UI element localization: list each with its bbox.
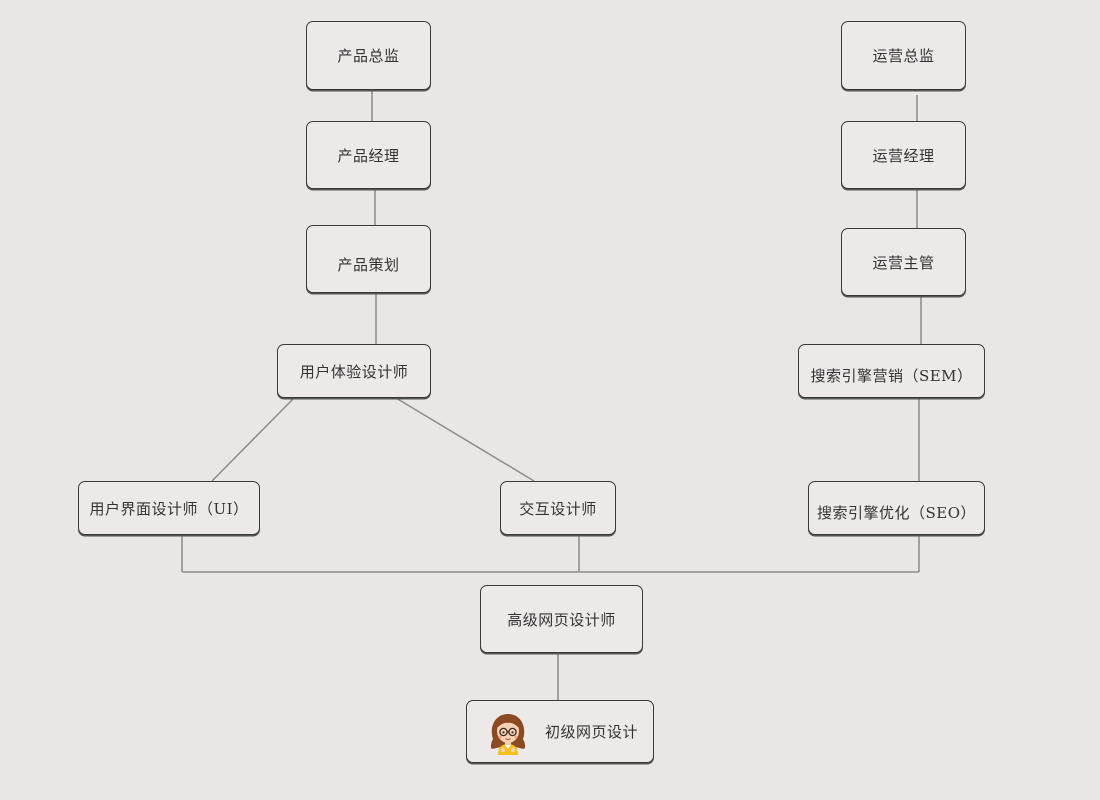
node-ops-supervisor[interactable]: 运营主管 [841,228,966,296]
connector-ux-interaction [395,397,535,482]
node-label: 交互设计师 [519,499,597,518]
node-ux-designer[interactable]: 用户体验设计师 [277,344,431,398]
node-label: 用户体验设计师 [299,362,409,381]
node-label: 产品经理 [337,146,400,165]
node-label: 搜索引擎营销（SEM） [810,366,973,385]
node-label: 搜索引擎优化（SEO） [816,503,977,522]
node-product-planner[interactable]: 产品策划 [306,225,431,293]
node-ui-designer[interactable]: 用户界面设计师（UI） [78,481,260,535]
node-label: 产品策划 [337,255,400,274]
connector-ux-ui [211,397,295,482]
node-seo[interactable]: 搜索引擎优化（SEO） [808,481,985,535]
node-label: 用户界面设计师（UI） [89,499,249,518]
node-label: 产品总监 [337,47,400,65]
node-label: 运营总监 [872,47,935,65]
node-product-director[interactable]: 产品总监 [306,21,431,90]
node-ops-manager[interactable]: 运营经理 [841,121,966,189]
node-label: 运营主管 [872,253,935,272]
node-junior-web-design[interactable]: 初级网页设计 [466,700,654,763]
node-sem[interactable]: 搜索引擎营销（SEM） [798,344,985,398]
node-interaction-designer[interactable]: 交互设计师 [500,481,616,535]
node-senior-web-designer[interactable]: 高级网页设计师 [480,585,643,653]
node-label: 高级网页设计师 [507,610,616,629]
node-label: 初级网页设计 [545,723,639,741]
node-ops-director[interactable]: 运营总监 [841,21,966,90]
girl-with-glasses-avatar-icon [485,709,531,755]
node-label: 运营经理 [872,146,935,165]
node-product-manager[interactable]: 产品经理 [306,121,431,189]
